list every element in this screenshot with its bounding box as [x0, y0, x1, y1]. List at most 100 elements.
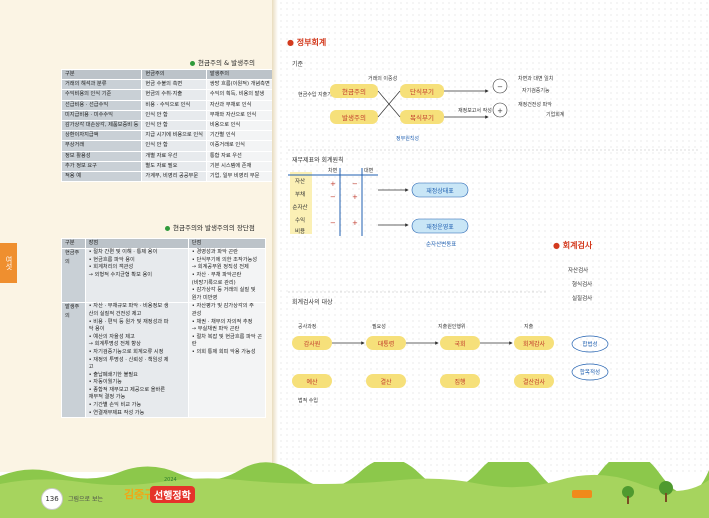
- list-item: • 감가상각 등 거래의 실질 및: [191, 287, 256, 294]
- note-liabilities: 부채: [295, 190, 305, 198]
- footer-tagline: 그림으로 보는: [68, 496, 104, 503]
- handwritten-notes: 기준 현금수입 지출기준 현금주의 발생주의 단식부기 복식부기 거래의 이중성…: [288, 60, 698, 404]
- list-item: 악 용이: [88, 326, 105, 333]
- note-cash-basis-desc: 현금수입 지출기준: [298, 91, 337, 98]
- execution-box: [440, 374, 480, 388]
- table-cell: 자산과 부채로 인식: [205, 99, 274, 111]
- pros-cons-table: 구분 장점 단점 현금주의• 절차 간편 및 이해 · 통제 용이• 현금흐름 …: [61, 237, 267, 419]
- list-item: • 종합적 재무보고 제공으로 올바른: [88, 386, 166, 393]
- tree-icon: [659, 481, 673, 495]
- note-assets: 자산: [295, 177, 305, 185]
- bullet-icon: [190, 60, 195, 66]
- table-cell: 개별 자료 우선: [141, 150, 207, 162]
- list-item: (비망기록으로 관리): [191, 279, 236, 286]
- purpose-ellipse: [571, 363, 609, 381]
- accrual-basis-box: [330, 110, 378, 124]
- table-cell: 기업, 일부 비영리 부문: [205, 170, 274, 183]
- table-cell: 인식 안 함: [141, 119, 207, 132]
- row-label: 현금주의: [61, 248, 86, 304]
- row-label: 무상거래: [60, 140, 143, 152]
- list-item: • 출납폐쇄기한 불필요: [88, 371, 138, 378]
- table-cell: 기간별 인식: [205, 130, 274, 142]
- plus-mark: +: [352, 219, 358, 227]
- cons-cell: • 경영성과 파악 곤란• 단식부기에 의한 조작가능성 → 회계공무원 정직성…: [187, 248, 267, 304]
- list-item: • 절차 복잡 및 현금흐름 파악 곤: [191, 333, 262, 340]
- minus-mark: −: [330, 193, 336, 201]
- list-item: • 자산 · 부채규모 파악 · 비용정보 생: [88, 303, 169, 310]
- table-cell: 지급 시기에 비용으로 인식: [141, 130, 207, 142]
- chapter-side-tab: 여섯: [0, 243, 17, 283]
- list-item: • 예산의 자율성 제고: [88, 333, 135, 340]
- table-cell: 기본 시스템에 존재: [205, 160, 274, 172]
- table-cell: 인식 안 함: [141, 109, 207, 121]
- list-item: • 자기검증기능으로 회계오류 시정: [88, 348, 164, 355]
- note-soundness: 재정건전성 파악: [518, 101, 552, 108]
- settlement-box: [366, 374, 406, 388]
- note-double-entry: 복식부기: [410, 113, 434, 122]
- note-assembly: 국회: [454, 340, 465, 348]
- footer-brand-title: 선행정학: [150, 486, 195, 503]
- table-cell: 현금의 수취·지출: [141, 89, 207, 101]
- double-entry-box: [400, 110, 444, 124]
- table-row: 발생주의• 자산 · 부채규모 파악 · 비용정보 생 산의 실질적 건전성 제…: [61, 302, 267, 419]
- bullet-icon: ●: [287, 38, 297, 47]
- minus-mark: −: [352, 180, 358, 188]
- list-item: 원가 미반영: [191, 294, 218, 301]
- table-cell: 통합 자료 우선: [205, 150, 274, 162]
- table-cell: 비용 · 수익으로 인식: [141, 99, 207, 111]
- section2-title: 현금주의와 발생주의의 장단점: [165, 222, 255, 232]
- list-item: 관성: [191, 310, 202, 317]
- list-item: • 재정의 투명성 · 신뢰성 · 책임성 제: [88, 356, 169, 363]
- note-audit: 회계감사: [523, 340, 546, 348]
- list-item: • 자산평가 및 감가상각의 주: [191, 303, 254, 310]
- note-operations: 재정운영표: [426, 223, 454, 231]
- note-necessity: 필요성: [372, 323, 386, 330]
- plus-mark: +: [330, 180, 336, 188]
- table-header-row: 구분 현금주의 발생주의: [60, 68, 274, 81]
- row-label: 정보 활용성: [60, 150, 143, 162]
- list-item: • 현금흐름 파악 용이: [88, 256, 135, 263]
- legality-ellipse: [571, 335, 609, 353]
- note-budget: 예산: [306, 378, 318, 386]
- single-entry-box: [400, 84, 444, 98]
- settlement-check-box: [514, 374, 554, 388]
- row-label: 미지급비용 · 미수수익: [60, 109, 143, 121]
- row-label: 감가상각 대손상각, 제품보증비 등: [60, 119, 143, 132]
- cash-basis-box: [330, 84, 378, 98]
- list-item: • 기간별 손익 비교 가능: [88, 402, 142, 409]
- column-header: 발생주의: [205, 68, 274, 81]
- note-asset-check: 자산검사: [568, 266, 588, 274]
- note-execution: 집행: [454, 378, 465, 386]
- list-item: → 부실채권 파악 곤란: [191, 326, 240, 333]
- operations-box: [411, 218, 469, 234]
- table-cell: 비용으로 인식: [205, 119, 274, 132]
- note-debit: 차변: [328, 167, 338, 174]
- cons-list: • 자산평가 및 감가상각의 주 관성• 채권 · 채무의 자의적 추정 → 부…: [192, 303, 262, 356]
- table-row: 현금주의• 절차 간편 및 이해 · 통제 용이• 현금흐름 파악 용이• 회계…: [61, 248, 267, 304]
- list-item: 산의 실질적 건전성 제고: [88, 310, 142, 317]
- minus-sign: −: [497, 83, 503, 91]
- list-item: • 자동이월기능: [88, 379, 122, 386]
- list-item: • 연결재무제표 작성 가능: [88, 409, 145, 416]
- list-item: • 의회 통제 회피 악용 가능성: [191, 348, 256, 355]
- audit-box: [514, 336, 554, 350]
- table-header-row: 구분 장점 단점: [61, 237, 267, 250]
- note-expenditure: 지출: [524, 323, 534, 330]
- minus-mark: −: [330, 219, 336, 227]
- note-net-assets: 순자산: [292, 203, 307, 211]
- audit-title: ● 회계검사: [553, 241, 593, 250]
- table-cell: 현금 수불의 측면: [141, 79, 207, 91]
- connector-line: [377, 90, 401, 118]
- row-label: 거래의 해석과 분류: [60, 79, 143, 91]
- table-cell: 쌍방 흐름(이원적) 개념측면: [205, 79, 274, 91]
- list-item: → 회계공무원 정직성 전제: [191, 264, 249, 271]
- row-label: 상환이자지급액: [60, 130, 143, 142]
- tree-icon: [622, 486, 634, 498]
